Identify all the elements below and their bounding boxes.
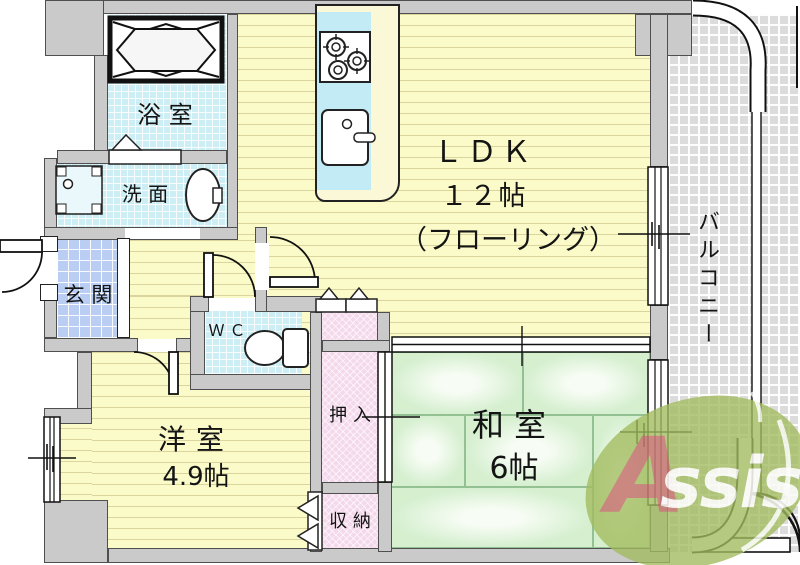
doorway bbox=[255, 243, 269, 290]
wall bbox=[94, 55, 108, 162]
ldk-label-line2: １２帖 bbox=[440, 181, 528, 212]
balcony-label: バルコニー bbox=[694, 210, 719, 350]
door-jamb bbox=[40, 236, 58, 252]
doorway bbox=[138, 339, 176, 352]
wall bbox=[190, 296, 209, 312]
wall bbox=[57, 150, 227, 164]
wc-floor bbox=[205, 310, 302, 376]
wall bbox=[44, 500, 108, 563]
wall bbox=[190, 374, 322, 390]
wall bbox=[227, 14, 238, 240]
wall bbox=[650, 305, 668, 360]
ldk-floor bbox=[238, 14, 650, 338]
western-room-size: 4.9帖 bbox=[162, 462, 230, 492]
wc-label: Ｗ Ｃ bbox=[208, 321, 246, 340]
doorway bbox=[209, 298, 255, 311]
closet-storage-area bbox=[322, 494, 378, 550]
tatami-mat bbox=[390, 487, 593, 548]
wall bbox=[44, 408, 92, 424]
washroom-label: 洗 面 bbox=[121, 182, 169, 206]
bath-floor bbox=[107, 14, 227, 162]
entrance-step bbox=[117, 238, 130, 338]
ldk-label-line3: （フローリング） bbox=[400, 225, 616, 256]
wall-pillar bbox=[45, 0, 104, 56]
bath-label: 浴 室 bbox=[137, 101, 193, 129]
hallway-floor bbox=[118, 240, 255, 298]
storage-label: 収 納 bbox=[329, 511, 371, 532]
doorway bbox=[42, 252, 58, 285]
japanese-room-size: 6帖 bbox=[489, 451, 539, 486]
doorway bbox=[125, 228, 200, 239]
wall bbox=[650, 14, 668, 167]
closet-upper bbox=[322, 312, 377, 342]
entrance-label: 玄 関 bbox=[63, 283, 113, 307]
tatami-mat bbox=[593, 415, 650, 548]
tatami-mat bbox=[465, 415, 593, 487]
wall bbox=[44, 338, 138, 352]
wall bbox=[322, 340, 390, 352]
kitchen-unit bbox=[317, 12, 371, 190]
wall bbox=[322, 482, 378, 494]
ldk-label-line1: ＬＤＫ bbox=[433, 135, 535, 170]
western-room-label: 洋室 bbox=[157, 423, 234, 456]
entrance-floor bbox=[57, 238, 118, 338]
japanese-room-floor bbox=[390, 352, 650, 548]
corridor-floor bbox=[118, 296, 190, 340]
oshiire-label: 押 入 bbox=[329, 405, 371, 426]
japanese-room-label: 和室 bbox=[471, 406, 556, 444]
entrance-door bbox=[0, 239, 43, 293]
wall bbox=[650, 505, 668, 552]
